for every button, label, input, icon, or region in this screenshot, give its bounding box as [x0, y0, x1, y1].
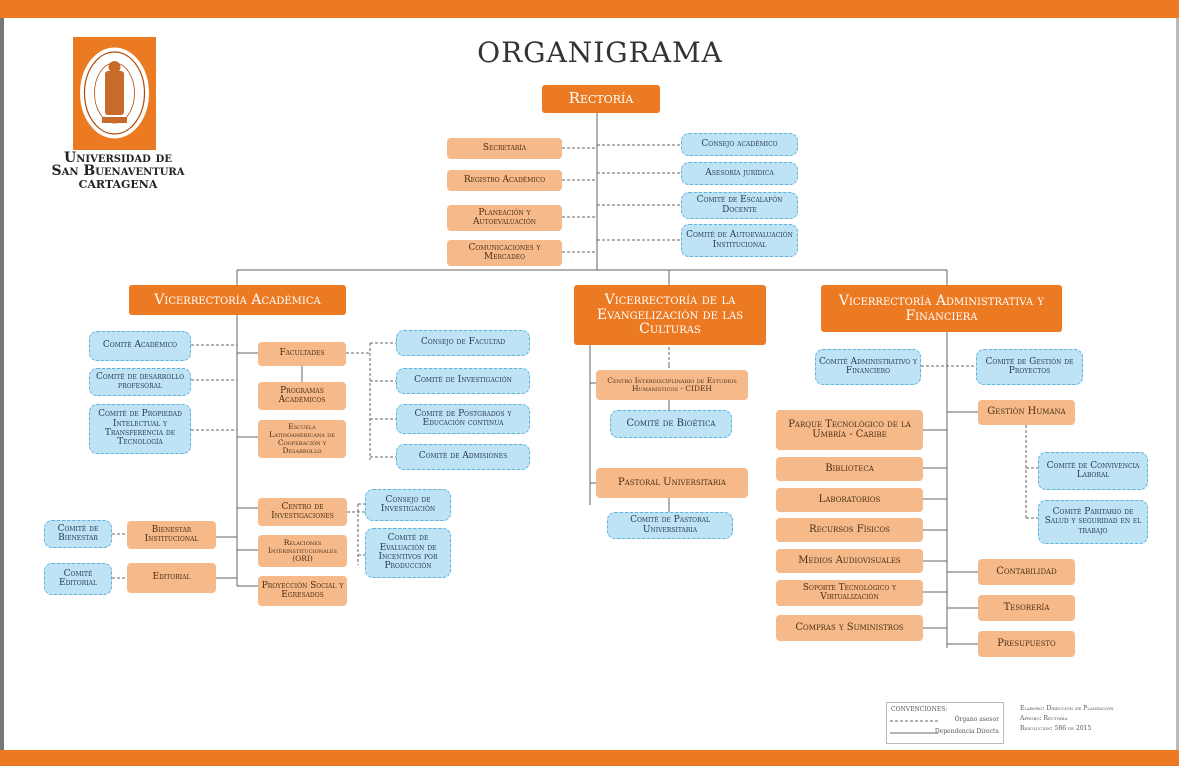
university-line2: San Buenaventura — [51, 163, 185, 179]
node-facultades: Facultades — [258, 342, 346, 366]
credit-aprobo: Aprobó: Rectoría — [1020, 715, 1068, 722]
node-asesoria-juridica: Asesoría jurídica — [681, 162, 798, 185]
top-orange-bar — [0, 0, 1179, 18]
node-contabilidad: Contabilidad — [978, 559, 1075, 585]
seal-icon — [80, 47, 149, 139]
node-compras: Compras y Suministros — [776, 615, 923, 641]
node-biblioteca: Biblioteca — [776, 457, 923, 481]
node-comite-evaluacion: Comité de Evaluación de Incentivos por P… — [365, 528, 451, 578]
left-border — [0, 0, 4, 766]
legend-heading: CONVENCIONES: — [891, 706, 948, 713]
node-planeacion: Planeación y Autoevaluación — [447, 205, 562, 231]
node-soporte-tecnologico: Soporte Tecnológico y Virtualización — [776, 580, 923, 606]
credit-resolucion: Resolución: 586 de 2015 — [1020, 725, 1092, 732]
node-vice-administrativa: Vicerrectoría Administrativa y Financier… — [821, 285, 1062, 332]
node-comite-academico: Comité Académico — [89, 331, 191, 361]
node-medios-audiovisuales: Medios Audiovisuales — [776, 549, 923, 573]
node-pastoral: Pastoral Universitaria — [596, 468, 748, 498]
node-editorial: Editorial — [127, 563, 216, 593]
node-cideh: Centro Interdisciplinario de Estudios Hu… — [596, 370, 748, 400]
node-parque-tecnologico: Parque Tecnológico de la Umbría - Caribe — [776, 410, 923, 450]
node-comite-editorial: Comité Editorial — [44, 563, 112, 595]
node-recursos-fisicos: Recursos Físicos — [776, 518, 923, 542]
right-border — [1176, 0, 1179, 766]
node-rectoria: Rectoría — [542, 85, 660, 113]
node-secretaria: Secretaría — [447, 138, 562, 159]
node-comite-autoevaluacion: Comité de Autoevaluación Institucional — [681, 224, 798, 257]
node-laboratorios: Laboratorios — [776, 488, 923, 512]
node-comite-admin-financiero: Comité Administrativo y Financiero — [815, 349, 921, 385]
node-relaciones: Relaciones Interinstitucionales (ORI) — [258, 535, 347, 567]
node-tesoreria: Tesorería — [978, 595, 1075, 621]
university-logo — [73, 37, 156, 150]
node-bienestar: Bienestar Institucional — [127, 521, 216, 549]
node-gestion-humana: Gestión Humana — [978, 400, 1075, 425]
node-consejo-academico: Consejo académico — [681, 133, 798, 156]
node-comunicaciones: Comunicaciones y Mercadeo — [447, 240, 562, 266]
node-programas: Programas Académicos — [258, 382, 346, 410]
node-vice-evangelizacion: Vicerrectoría de la Evangelización de la… — [574, 285, 766, 345]
node-comite-escalafon: Comité de Escalafón Docente — [681, 192, 798, 219]
node-comite-desarrollo: Comité de desarrollo profesoral — [89, 368, 191, 396]
node-escuela: Escuela Latinoamericana de Cooperación y… — [258, 420, 346, 458]
page-title: ORGANIGRAMA — [477, 36, 723, 69]
node-consejo-investigacion: Consejo de Investigación — [365, 489, 451, 521]
node-vice-academica: Vicerrectoría Académica — [129, 285, 346, 315]
node-comite-gestion-proyectos: Comité de Gestión de Proyectos — [976, 349, 1083, 385]
node-comite-pastoral: Comité de Pastoral Universitaria — [607, 512, 733, 539]
university-line3: Cartagena — [78, 178, 158, 191]
bottom-orange-bar — [0, 750, 1179, 766]
node-registro-academico: Registro Académico — [447, 170, 562, 191]
node-comite-bioetica: Comité de Bioética — [610, 410, 732, 438]
legend: CONVENCIONES: Órgano asesor Dependencia … — [886, 702, 1004, 744]
credit-elaboro: Elaboró: Dirección de Planeación — [1020, 705, 1114, 712]
node-presupuesto: Presupuesto — [978, 631, 1075, 657]
university-line1: Universidad de — [64, 150, 172, 166]
university-name: Universidad de San Buenaventura Cartagen… — [48, 150, 188, 191]
node-comite-propiedad: Comité de Propiedad Intelectual y Transf… — [89, 404, 191, 454]
node-comite-postgrados: Comité de Postgrados y Educación continu… — [396, 404, 530, 434]
node-consejo-facultad: Consejo de Facultad — [396, 330, 530, 356]
legend-asesor: Órgano asesor — [954, 716, 999, 723]
node-comite-paritario: Comité Paritario de Salud y seguridad en… — [1038, 500, 1148, 544]
node-centro-investigaciones: Centro de Investigaciones — [258, 498, 347, 526]
credits: Elaboró: Dirección de Planeación Aprobó:… — [1020, 704, 1114, 734]
node-comite-bienestar: Comité de Bienestar — [44, 520, 112, 548]
node-comite-convivencia: Comité de Convivencia Laboral — [1038, 452, 1148, 490]
node-proyeccion: Proyección Social y Egresados — [258, 576, 347, 606]
node-comite-admisiones: Comité de Admisiones — [396, 444, 530, 470]
node-comite-investigacion: Comité de Investigación — [396, 368, 530, 394]
legend-directa: Dependencia Directa — [934, 728, 999, 735]
